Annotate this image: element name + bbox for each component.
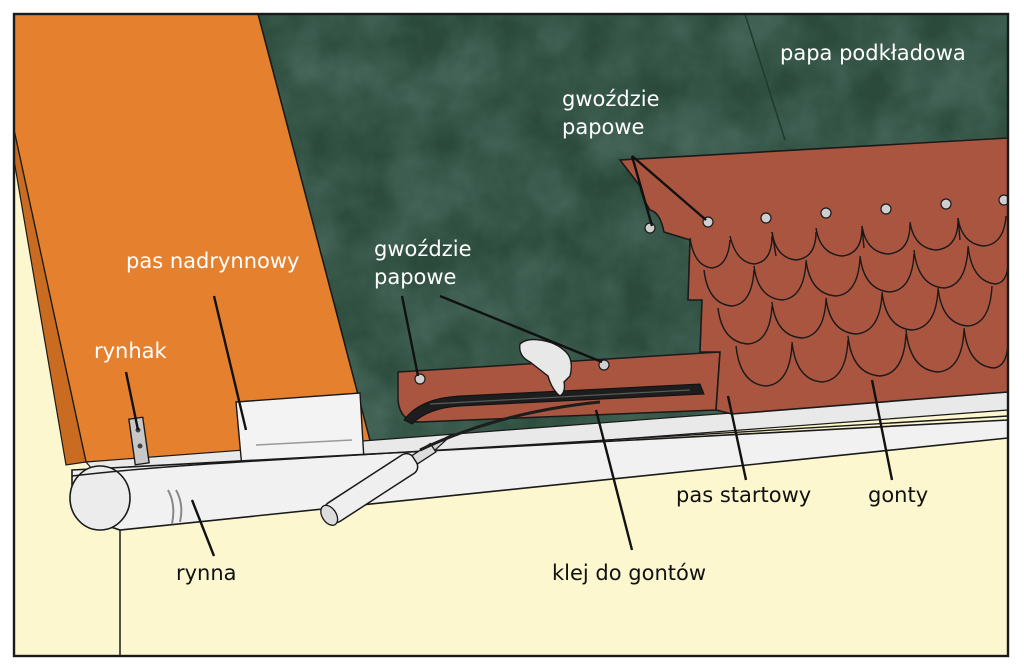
gutter-hook-hole-2: [138, 444, 143, 449]
label-klej-do-gontow: klej do gontów: [552, 561, 706, 585]
label-gwozdzie-mid-1: gwoździe: [374, 237, 471, 261]
label-gonty: gonty: [868, 483, 928, 507]
label-gwozdzie-top-2: papowe: [562, 115, 644, 139]
label-rynhak: rynhak: [94, 339, 168, 363]
label-gwozdzie-top-1: gwoździe: [562, 87, 659, 111]
label-rynna: rynna: [176, 561, 237, 585]
label-pas-nadrynnowy: pas nadrynnowy: [126, 249, 299, 273]
label-papa-podkladowa: papa podkładowa: [780, 41, 966, 65]
label-pas-startowy: pas startowy: [676, 483, 811, 507]
starter-nail-1: [415, 374, 425, 384]
label-gwozdzie-mid-2: papowe: [374, 265, 456, 289]
